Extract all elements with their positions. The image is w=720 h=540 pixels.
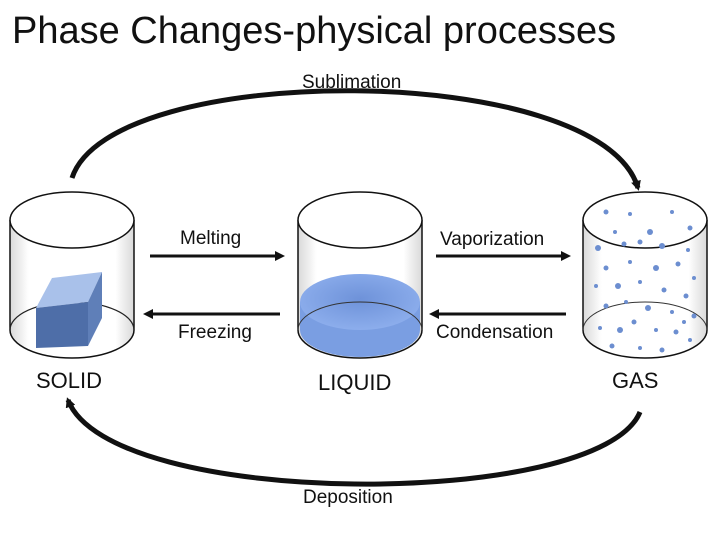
vaporization-label: Vaporization bbox=[440, 229, 545, 250]
gas-particles bbox=[594, 209, 697, 353]
page-title: Phase Changes-physical processes bbox=[12, 10, 617, 52]
gas-label: GAS bbox=[612, 368, 659, 393]
liquid-container bbox=[297, 191, 423, 359]
melting-label: Melting bbox=[180, 228, 242, 249]
ice-cube bbox=[36, 272, 102, 348]
sublimation-label: Sublimation bbox=[302, 72, 402, 93]
sublimation-arrow bbox=[69, 88, 641, 191]
condensation-label: Condensation bbox=[436, 322, 554, 343]
freezing-label: Freezing bbox=[178, 322, 252, 343]
deposition-label: Deposition bbox=[303, 487, 393, 508]
liquid-label: LIQUID bbox=[318, 370, 392, 395]
solid-label: SOLID bbox=[36, 368, 103, 393]
gas-container bbox=[582, 191, 708, 359]
solid-container bbox=[9, 191, 135, 359]
deposition-arrow bbox=[65, 397, 643, 487]
